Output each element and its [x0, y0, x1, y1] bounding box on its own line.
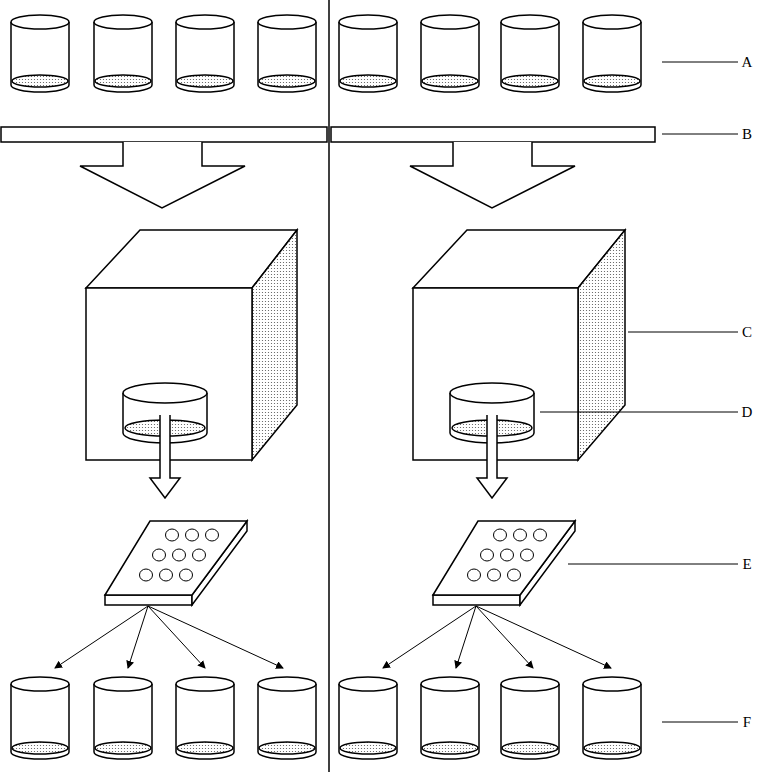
beaker [421, 677, 479, 759]
part-letter: C [742, 325, 752, 340]
spread-arrow [383, 606, 476, 668]
spread-arrow [128, 606, 148, 668]
beaker [501, 677, 559, 759]
bar [1, 127, 327, 142]
spread-arrow [476, 606, 611, 668]
down-arrow [477, 415, 507, 498]
beaker [176, 677, 234, 759]
beaker [94, 677, 152, 759]
divider-line [328, 0, 330, 772]
beaker [176, 15, 234, 92]
beaker [339, 15, 397, 92]
bar [331, 127, 655, 142]
down-arrow [150, 415, 180, 498]
spread-arrow [148, 606, 283, 668]
beaker [11, 15, 69, 92]
part-letter: F [743, 715, 751, 730]
incubator-box [413, 230, 625, 460]
part-letter: E [742, 557, 751, 572]
well-plate [55, 521, 283, 668]
beaker [339, 677, 397, 759]
down-arrow [410, 142, 575, 208]
beaker [421, 15, 479, 92]
beaker [94, 15, 152, 92]
spread-arrow [456, 606, 476, 668]
part-letter: D [742, 405, 753, 420]
down-arrow [80, 142, 245, 208]
beaker [11, 677, 69, 759]
part-letter: B [742, 127, 752, 142]
spread-arrow [476, 606, 533, 668]
beaker [583, 15, 641, 92]
beaker [258, 15, 316, 92]
leader-lines [540, 62, 738, 722]
spread-arrow [148, 606, 205, 668]
beaker [501, 15, 559, 92]
well-plate [383, 521, 611, 668]
beaker [258, 677, 316, 759]
incubator-box [86, 230, 297, 460]
beaker [583, 677, 641, 759]
part-letter: A [742, 55, 753, 70]
spread-arrow [55, 606, 148, 668]
